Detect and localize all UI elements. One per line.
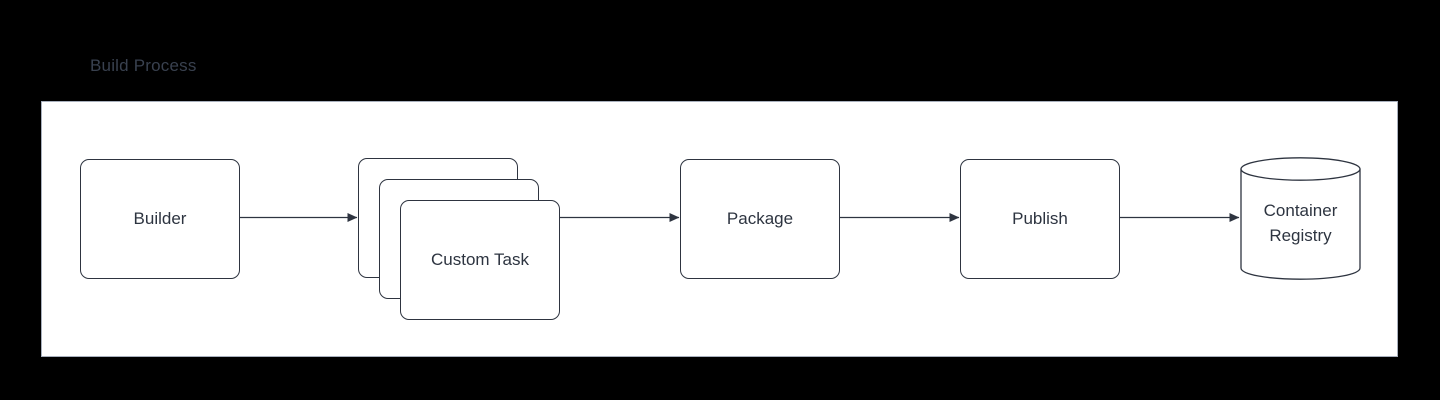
node-custom-task-label: Custom Task	[431, 250, 529, 269]
page-title: Build Process	[90, 56, 197, 75]
node-package-label: Package	[726, 209, 794, 228]
node-custom-task-card-front[interactable]: Custom Task	[400, 200, 560, 320]
node-container-registry-label-line2: Registry	[1269, 225, 1332, 245]
node-package[interactable]: Package	[680, 159, 840, 279]
node-container-registry-label-line1: Container	[1263, 200, 1338, 220]
node-builder[interactable]: Builder	[80, 159, 240, 279]
database-cylinder-icon	[1240, 157, 1361, 280]
node-builder-label: Builder	[133, 209, 187, 228]
node-custom-task[interactable]: Custom Task Custom Task Custom Task	[358, 158, 580, 330]
node-publish[interactable]: Publish	[960, 159, 1120, 279]
node-publish-label: Publish	[1012, 209, 1068, 228]
node-container-registry[interactable]: Container Registry	[1240, 157, 1361, 280]
